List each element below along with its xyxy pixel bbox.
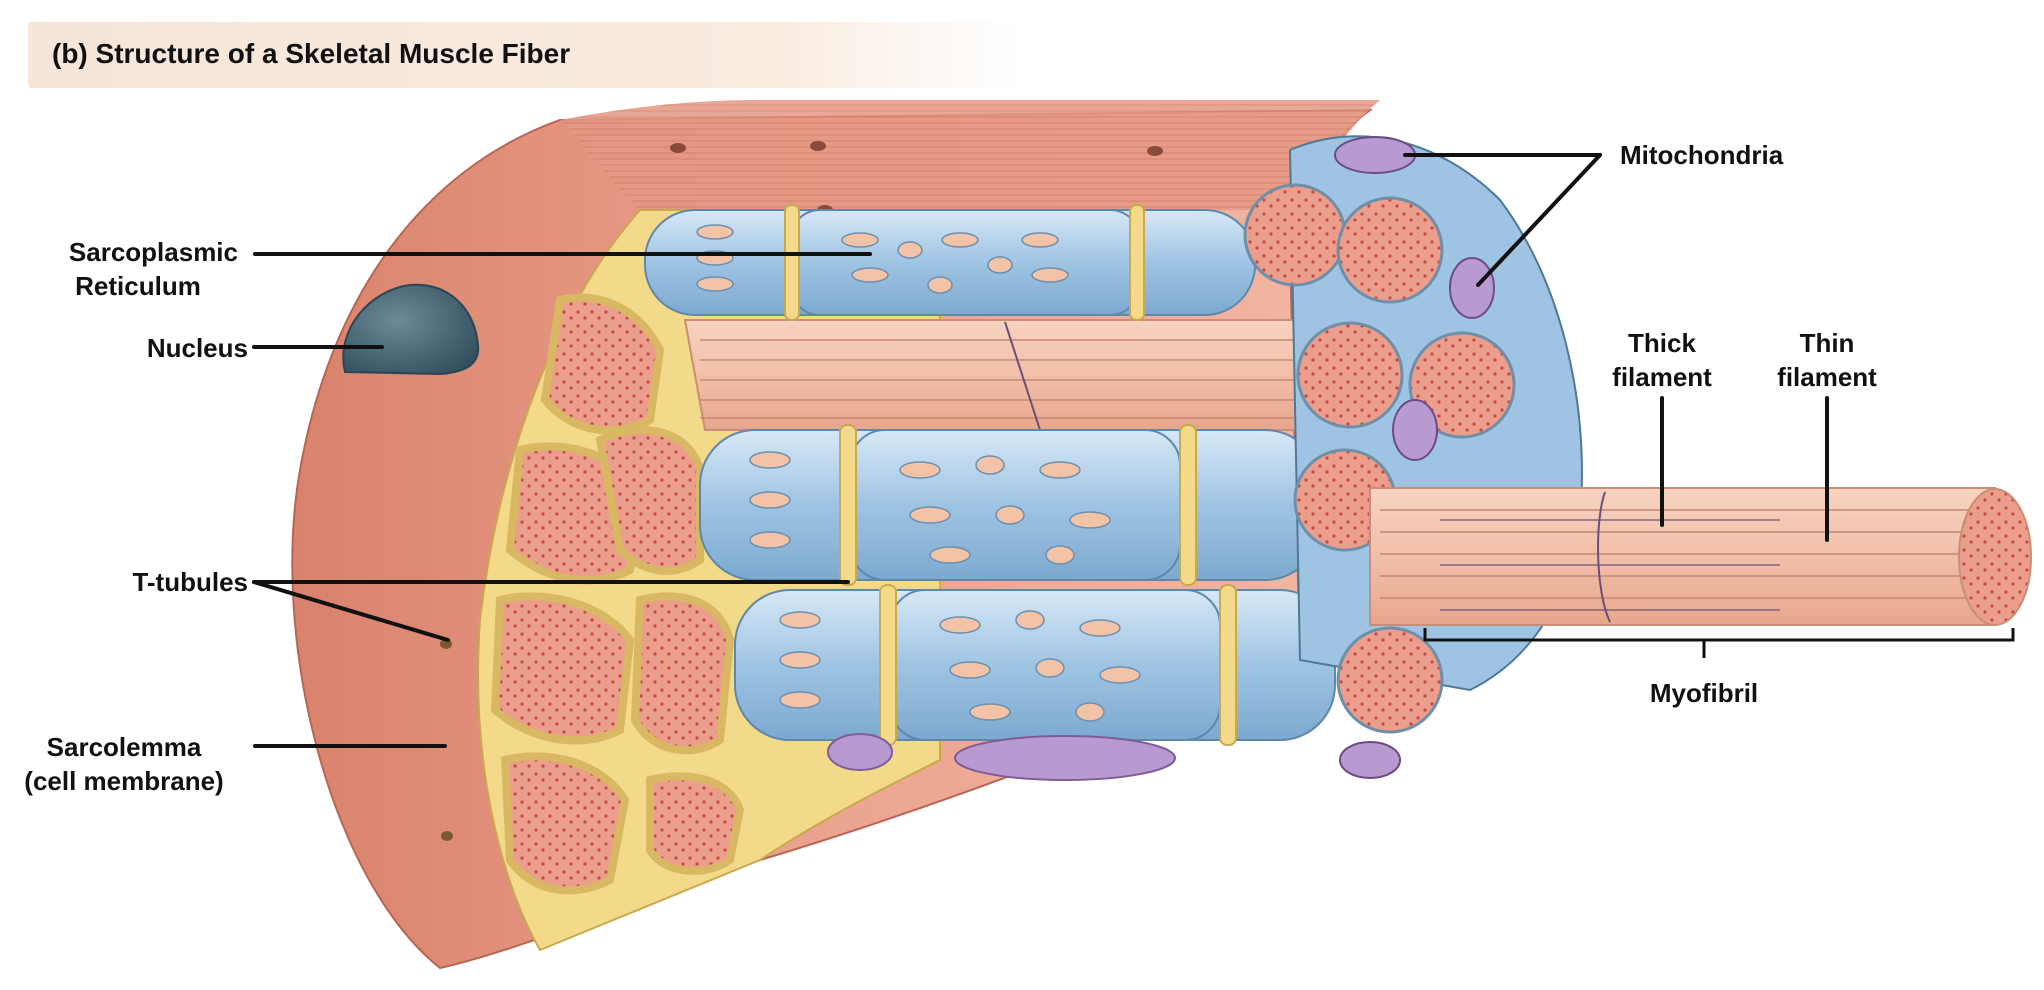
title-banner <box>28 22 1018 88</box>
label-thick-filament: Thick filament <box>1592 326 1732 394</box>
label-thick-line1: Thick <box>1628 328 1696 358</box>
leader-mito-2 <box>1476 153 1602 287</box>
mitochondrion-bottom-1 <box>827 733 893 771</box>
myofibril-bracket <box>1423 628 2015 658</box>
sarcoplasmic-reticulum-row-2 <box>699 429 1321 581</box>
label-mitochondria: Mitochondria <box>1620 140 1784 170</box>
myofibril-end-cap <box>1958 488 2032 626</box>
label-sarcolemma-line1: Sarcolemma <box>46 732 202 762</box>
label-nucleus: Nucleus <box>146 333 248 363</box>
label-thin-filament: Thin filament <box>1757 326 1897 394</box>
label-myofibril: Myofibril <box>1649 678 1759 708</box>
label-thin-line2: filament <box>1777 362 1877 392</box>
label-sarcoplasmic-line1: Sarcoplasmic <box>68 237 238 267</box>
label-sarcoplasmic-line2: Reticulum <box>75 271 201 301</box>
mitochondrion-bottom-2 <box>954 735 1176 781</box>
label-sarcolemma: Sarcolemma (cell membrane) <box>8 730 240 798</box>
nucleus <box>342 283 480 376</box>
label-thick-line2: filament <box>1612 362 1712 392</box>
leader-ttubules-2 <box>252 580 450 642</box>
label-sarcoplasmic-reticulum: Sarcoplasmic Reticulum <box>20 235 238 303</box>
diagram-title: (b) Structure of a Skeletal Muscle Fiber <box>52 38 571 69</box>
myofibril-extended <box>1369 487 1996 626</box>
sarcolemma-top-band <box>560 100 1380 210</box>
label-t-tubules: T-tubules <box>132 567 248 597</box>
label-thin-line1: Thin <box>1799 328 1855 358</box>
label-sarcolemma-line2: (cell membrane) <box>24 766 224 796</box>
sarcoplasmic-reticulum-row-1 <box>644 209 1256 316</box>
